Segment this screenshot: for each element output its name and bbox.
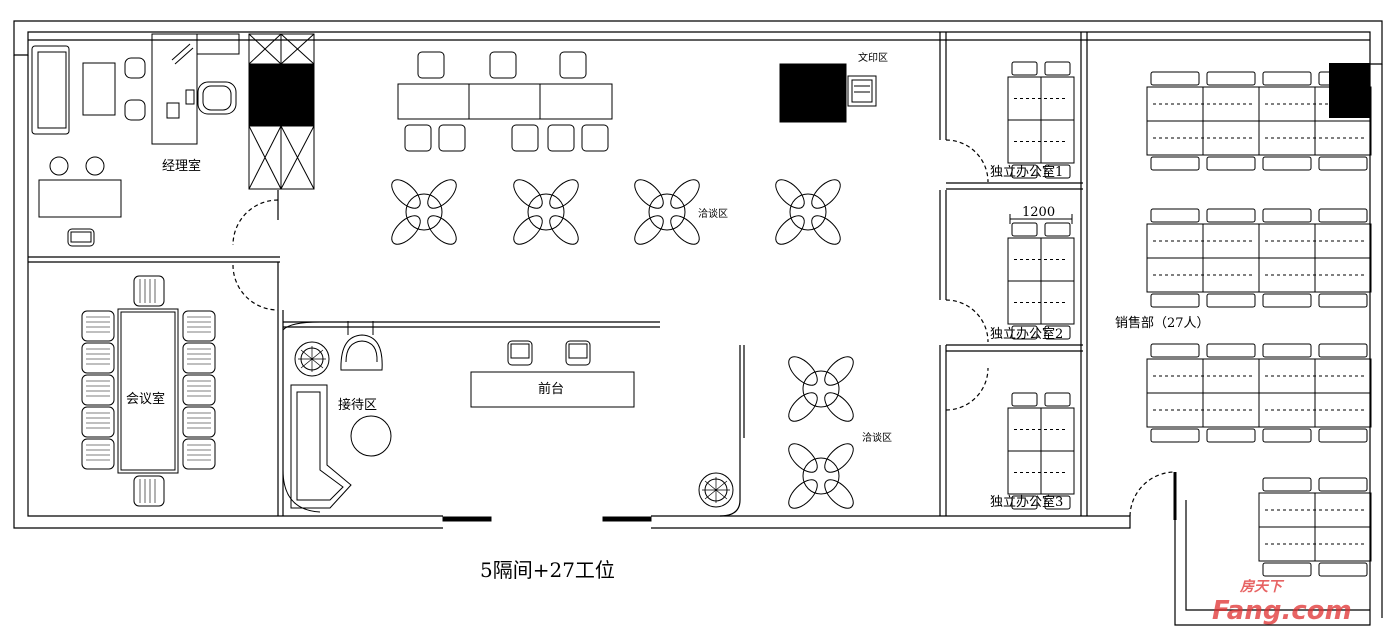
label-front-desk: 前台 — [538, 381, 564, 397]
reception-area — [282, 321, 734, 513]
chair — [1206, 208, 1256, 223]
chair — [1262, 477, 1312, 492]
chair — [1044, 164, 1071, 179]
manager-cabinet — [248, 33, 315, 190]
label-manager: 经理室 — [162, 158, 201, 174]
office-desks — [1007, 61, 1075, 510]
chair — [1150, 343, 1200, 358]
chair — [1262, 156, 1312, 171]
chair — [1044, 61, 1071, 76]
chair — [1262, 208, 1312, 223]
chair — [1318, 562, 1368, 577]
desk-cluster — [1146, 71, 1260, 171]
chair — [1150, 71, 1200, 86]
partitions — [28, 32, 1177, 520]
chair — [1262, 71, 1312, 86]
chair — [1011, 164, 1038, 179]
meeting-room — [81, 275, 216, 507]
desk-cluster — [1146, 208, 1260, 308]
chair — [1011, 61, 1038, 76]
chair — [1318, 156, 1368, 171]
sales-workstations — [1146, 71, 1372, 577]
desk-cluster — [1258, 71, 1372, 171]
chair — [1206, 293, 1256, 308]
print-area — [779, 63, 877, 123]
chair — [1262, 343, 1312, 358]
desk-cluster — [1258, 343, 1372, 443]
front-desk — [470, 340, 635, 408]
label-print: 文印区 — [858, 51, 888, 64]
label-office-1: 独立办公室1 — [990, 164, 1063, 180]
chair — [1150, 156, 1200, 171]
label-reception: 接待区 — [338, 397, 377, 413]
negotiation-tables-bottom — [788, 356, 854, 509]
label-negotiation-2: 洽谈区 — [862, 431, 892, 444]
entrance-doors — [442, 516, 652, 522]
chair — [1206, 71, 1256, 86]
chair — [1011, 495, 1038, 510]
chair — [1318, 293, 1368, 308]
chair — [1044, 325, 1071, 340]
desk-cluster — [1258, 208, 1372, 308]
chair — [1044, 222, 1071, 237]
desk-cluster — [1007, 61, 1075, 179]
dimension-marker — [1009, 214, 1073, 224]
chair — [1206, 428, 1256, 443]
chair — [1318, 428, 1368, 443]
outer-walls — [13, 20, 1383, 626]
chair — [1318, 343, 1368, 358]
chair — [1044, 495, 1071, 510]
chair — [1150, 208, 1200, 223]
chair — [1011, 392, 1038, 407]
label-meeting: 会议室 — [126, 391, 165, 407]
chair — [1044, 392, 1071, 407]
chair — [1011, 325, 1038, 340]
chair — [1206, 156, 1256, 171]
desk-cluster — [1007, 392, 1075, 510]
desk-cluster — [1258, 477, 1372, 577]
chair — [1262, 428, 1312, 443]
negotiation-tables-top — [391, 179, 841, 245]
label-negotiation-1: 洽谈区 — [698, 207, 728, 220]
desk-cluster — [1146, 343, 1260, 443]
manager-room — [31, 33, 240, 247]
chair — [1318, 477, 1368, 492]
watermark-top: 房天下 — [1239, 578, 1285, 595]
chair — [1011, 222, 1038, 237]
sales-column — [1329, 63, 1370, 118]
long-table — [397, 51, 613, 152]
watermark-bottom: Fang.com — [1212, 596, 1352, 626]
plan-caption: 5隔间+27工位 — [480, 558, 615, 582]
label-office-2: 独立办公室2 — [990, 326, 1063, 342]
label-sales: 销售部（27人） — [1115, 315, 1210, 331]
chair — [1318, 208, 1368, 223]
chair — [1262, 562, 1312, 577]
chair — [1150, 428, 1200, 443]
label-office-3: 独立办公室3 — [990, 494, 1063, 510]
dimension-label: 1200 — [1022, 205, 1055, 220]
chair — [1206, 343, 1256, 358]
chair — [1262, 293, 1312, 308]
fang-watermark-logo: 房天下 Fang.com — [1212, 578, 1352, 626]
chair — [1150, 293, 1200, 308]
desk-cluster — [1007, 222, 1075, 340]
